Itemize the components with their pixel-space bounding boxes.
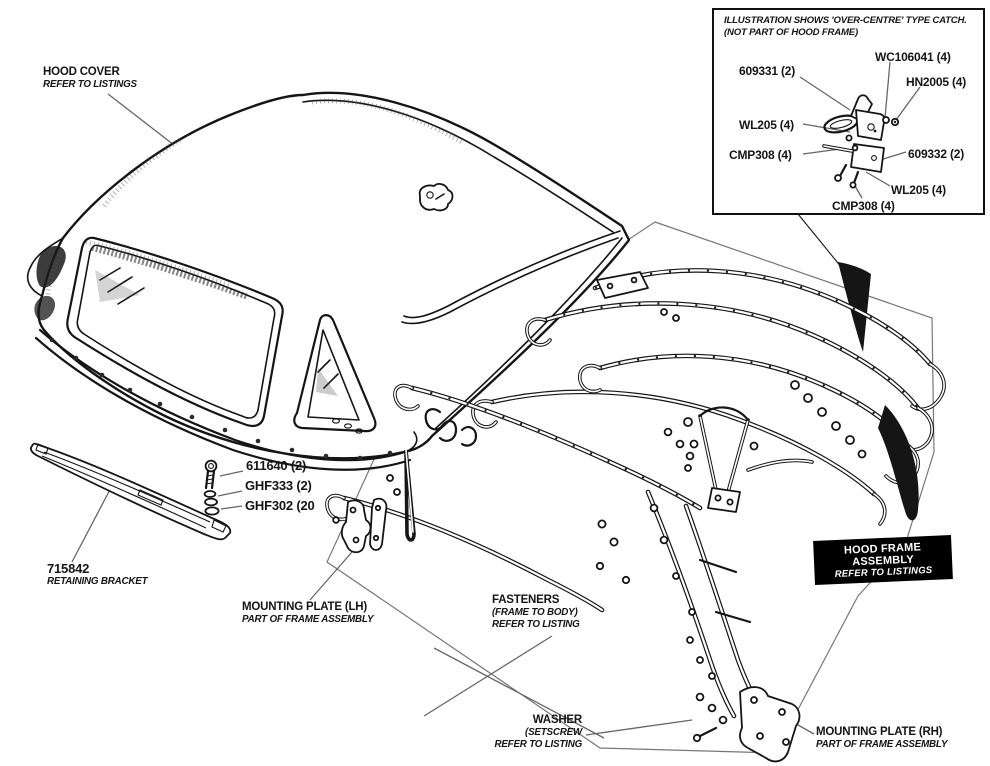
inset-part-cmp308-upper: CMP308 (4)	[729, 148, 792, 162]
washer-sub2: REFER TO LISTING	[494, 738, 582, 750]
hood-cover-title: HOOD COVER	[43, 66, 120, 78]
header-latch	[418, 183, 454, 212]
inset-part-wc106041: WC106041 (4)	[875, 50, 951, 64]
mounting-plate-rh-sub: PART OF FRAME ASSEMBLY	[816, 739, 948, 750]
mounting-plate-rh-label: MOUNTING PLATE (RH) PART OF FRAME ASSEMB…	[816, 726, 948, 751]
fasteners-label: FASTENERS (FRAME TO BODY) REFER TO LISTI…	[492, 594, 580, 630]
inset-part-wl205-upper: WL205 (4)	[739, 118, 794, 132]
fasteners-sub1: (FRAME TO BODY)	[492, 607, 578, 618]
mounting-plate-lh-label: MOUNTING PLATE (LH) PART OF FRAME ASSEMB…	[242, 601, 374, 626]
inset-note-line1: ILLUSTRATION SHOWS 'OVER-CENTRE' TYPE CA…	[724, 15, 967, 26]
plain-washer-part-label: GHF302 (20	[245, 498, 315, 513]
fasteners-title: FASTENERS	[492, 594, 560, 606]
inset-catch-drawing	[799, 61, 921, 199]
retaining-bracket-label: 715842 RETAINING BRACKET	[47, 561, 148, 588]
retaining-bracket-name: RETAINING BRACKET	[47, 576, 148, 587]
mounting-plate-lh-sub: PART OF FRAME ASSEMBLY	[242, 614, 374, 625]
spring-washer-part-label: GHF333 (2)	[245, 478, 312, 493]
hood-cover-sub: REFER TO LISTINGS	[43, 79, 137, 90]
inset-part-609331: 609331 (2)	[739, 64, 796, 78]
lh-mounting-plate-drawing	[332, 449, 416, 554]
inset-note-line2: (NOT PART OF HOOD FRAME)	[724, 26, 858, 38]
hood-frame-drawing	[325, 270, 946, 743]
inset-part-wl205-lower: WL205 (4)	[891, 183, 946, 197]
hood-cover-drawing	[26, 91, 631, 471]
mounting-plate-lh-title: MOUNTING PLATE (LH)	[242, 601, 368, 613]
washer-title: WASHER	[532, 714, 582, 726]
mounting-plate-rh-title: MOUNTING PLATE (RH)	[816, 726, 943, 738]
washer-sub1: (SETSCREW	[525, 727, 582, 738]
hood-frame-assembly-badge: HOOD FRAME ASSEMBLY REFER TO LISTINGS	[813, 535, 953, 585]
inset-part-hn2005: HN2005 (4)	[906, 75, 967, 89]
rh-mounting-plate-drawing	[739, 686, 801, 763]
hood-cover-label: HOOD COVER REFER TO LISTINGS	[43, 66, 137, 91]
bolt-part-label: 611640 (2)	[246, 458, 307, 473]
inset-note: ILLUSTRATION SHOWS 'OVER-CENTRE' TYPE CA…	[724, 15, 967, 38]
washer-label: WASHER (SETSCREW REFER TO LISTING	[420, 714, 582, 750]
inset-box: ILLUSTRATION SHOWS 'OVER-CENTRE' TYPE CA…	[712, 8, 985, 215]
leader-lines	[71, 93, 815, 739]
inset-part-cmp308-lower: CMP308 (4)	[832, 199, 895, 213]
retaining-bracket-drawing	[30, 442, 232, 541]
bolt-stack-drawing	[203, 459, 220, 516]
fasteners-sub2: REFER TO LISTING	[492, 618, 580, 630]
retaining-bracket-part: 715842	[47, 561, 90, 576]
boundary-polygon	[326, 221, 935, 754]
inset-part-609332: 609332 (2)	[908, 147, 965, 161]
